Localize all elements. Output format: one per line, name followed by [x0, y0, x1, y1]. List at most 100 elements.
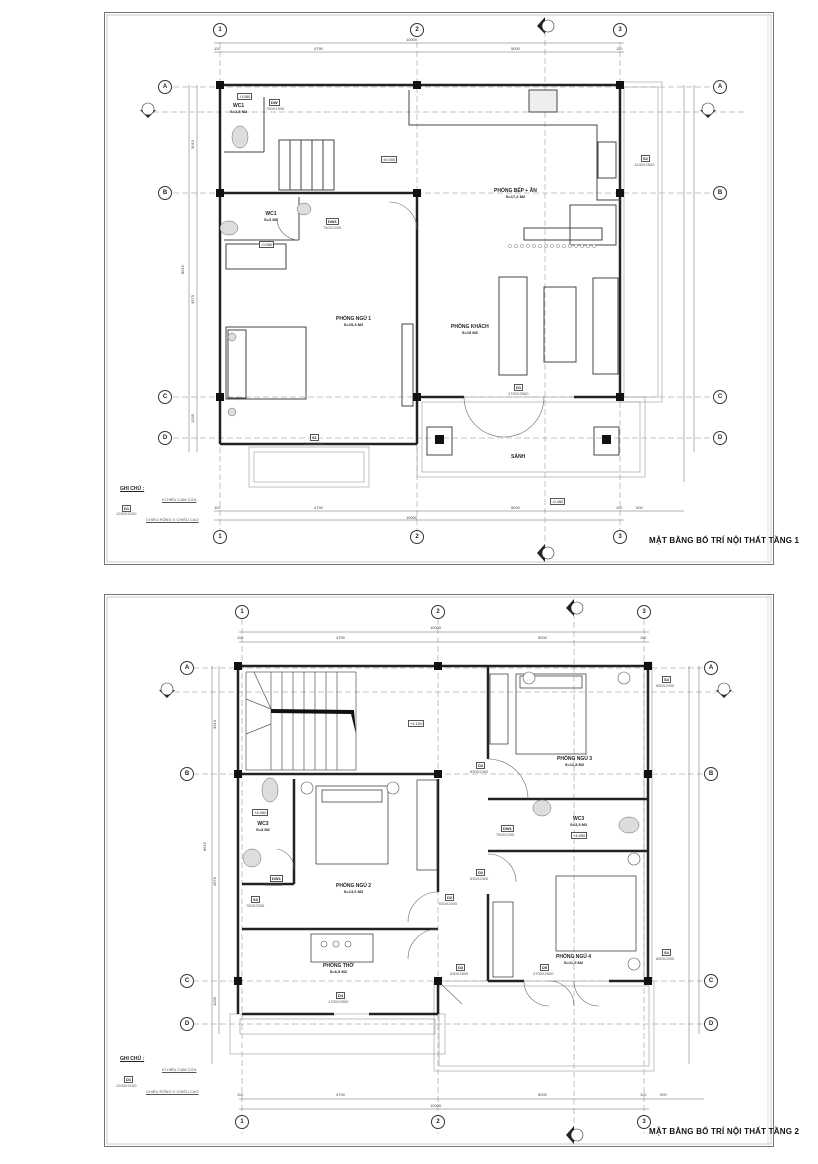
floor-plan-sheet-1: 1 2 3 1 2 3 A B C D A B C D 10000 110 47… — [104, 12, 799, 565]
grid-bubble-C-left: C — [158, 390, 172, 404]
grid-bubble-3-bottom: 3 — [613, 530, 627, 544]
room-label-bedroom-3: PHÒNG NGỦ 3 S=11,8 M2 — [557, 756, 592, 767]
grid-bubble-C-right: C — [704, 974, 718, 988]
grid-bubble-A-right: A — [704, 661, 718, 675]
opening-size-d4: 1700X2900 — [328, 999, 349, 1004]
grid-bubble-2-bottom: 2 — [431, 1115, 445, 1129]
room-label-bedroom-4: PHÒNG NGỦ 4 S=11,5 M2 — [556, 954, 591, 965]
dimension-span-top-2: 4790 — [336, 635, 345, 640]
opening-tag-s4-bottom: S4 — [662, 949, 671, 956]
opening-size-dw1: 750X2200 — [323, 225, 342, 230]
opening-size-s4-bottom: 650X2000 — [656, 956, 675, 961]
dimension-span-bottom-5: 900 — [660, 1092, 667, 1097]
grid-bubble-D-left: D — [180, 1017, 194, 1031]
opening-size-dw: 750X1900 — [266, 106, 285, 111]
room-label-bedroom-1: PHÒNG NGỦ 1 S=25,3 M2 — [336, 316, 372, 327]
room-name: PHÒNG KHÁCH — [451, 324, 489, 330]
grid-bubble-A-left: A — [180, 661, 194, 675]
notes-sample-tag: D1 — [124, 1076, 134, 1083]
room-area: S=15 M2 — [461, 329, 478, 335]
room-area: S=3,5 M2 — [570, 821, 588, 827]
grid-bubble-A-right: A — [713, 80, 727, 94]
room-area: S=13,6 M2 — [343, 888, 364, 894]
notes-door-symbol: KÍ HIỆU CẠM CỬA — [162, 1067, 197, 1072]
grid-bubble-2-bottom: 2 — [410, 530, 424, 544]
room-label-bedroom-2: PHÒNG NGỦ 2 S=13,6 M2 — [336, 883, 372, 894]
room-area: S=11,5 M2 — [563, 959, 584, 965]
opening-size-s3: 750X2500 — [246, 903, 265, 908]
opening-tag-s4-top: S4 — [662, 676, 671, 683]
floor-plan-1-drawing — [104, 12, 774, 565]
dimension-span-top-4: 110 — [616, 46, 623, 51]
room-label-wc1-upper: WC1 S=1,5 M2 — [230, 103, 248, 114]
opening-tag-s3: S3 — [251, 896, 260, 903]
room-area: S=17,2 M2 — [505, 193, 526, 199]
dimension-span-bottom-1: 110 — [214, 505, 221, 510]
room-name: WC3 — [573, 816, 585, 822]
opening-tag-d2-b3: D2 — [476, 762, 486, 769]
grid-bubble-D-right: D — [704, 1017, 718, 1031]
notes-sample-tag: D1 — [122, 505, 132, 512]
opening-tag-d5: D5 — [540, 964, 550, 971]
dimension-side-1: 3010 — [211, 720, 217, 729]
sheet-title: MẶT BẰNG BỐ TRÍ NỘI THẤT TẦNG 1 — [649, 536, 800, 545]
dimension-span-bottom-4: 110 — [616, 505, 623, 510]
opening-size-dw1-left: 750X2200 — [264, 882, 283, 887]
grid-bubble-3-top: 3 — [637, 605, 651, 619]
dimension-span-top-4: 110 — [640, 635, 647, 640]
dimension-total-bottom: 10000 — [406, 515, 418, 520]
notes-sample-size: 1200X2100 — [116, 1083, 137, 1088]
dimension-total-top: 10000 — [430, 625, 442, 630]
notes-heading: GHI CHÚ : — [120, 1056, 145, 1062]
opening-size-s2: 1240X2500 — [634, 162, 655, 167]
sheet-title: MẶT BẰNG BỐ TRÍ NỘI THẤT TẦNG 2 — [649, 1127, 800, 1136]
room-label-kitchen: PHÒNG BẾP + ĂN S=17,2 M2 — [494, 188, 537, 199]
room-name: PHÒNG NGỦ 1 — [336, 316, 372, 322]
grid-bubble-1-top: 1 — [213, 23, 227, 37]
room-name: PHÒNG BẾP + ĂN — [494, 188, 537, 194]
room-label-altar-room: PHÒNG THỜ S=6,9 M2 — [323, 963, 354, 974]
notes-door-symbol: KÍ HIỆU CẠM CỬA — [162, 497, 197, 502]
room-label-wc3-right: WC3 S=3,5 M2 — [570, 816, 588, 827]
dimension-span-bottom-3: 5000 — [538, 1092, 547, 1097]
room-area: S=1,5 M2 — [230, 108, 248, 114]
opening-tag-dw1: DW1 — [326, 218, 339, 225]
dimension-span-top-2: 4790 — [314, 46, 323, 51]
grid-bubble-3-top: 3 — [613, 23, 627, 37]
dimension-side-2: 4570 — [189, 295, 195, 304]
room-area: S=3 M2 — [256, 826, 270, 832]
floor-plan-sheet-2: 1 2 3 1 2 3 A B C D A B C D 10000 110 47… — [104, 594, 799, 1147]
grid-bubble-1-bottom: 1 — [235, 1115, 249, 1129]
room-area: S=25,3 M2 — [343, 321, 364, 327]
opening-tag-dw: DW — [269, 99, 280, 106]
opening-size-d2-b4: 630X2400 — [470, 876, 489, 881]
dimension-total-top: 10000 — [406, 37, 418, 42]
opening-size-dw1-right: 750X2200 — [496, 832, 515, 837]
dimension-side-total: 8615 — [179, 265, 185, 274]
opening-size-s4-top: 650X2000 — [656, 683, 675, 688]
opening-tag-dw1-left: DW1 — [270, 875, 283, 882]
dimension-side-3: 1035 — [211, 997, 217, 1006]
level-tag-wc1-lower: -0.050 — [259, 241, 275, 248]
dimension-total-bottom: 10000 — [430, 1103, 442, 1108]
dimension-span-bottom-5: 900 — [636, 505, 643, 510]
opening-size-d3: 630X2500 — [450, 971, 469, 976]
dimension-side-1: 3010 — [189, 140, 195, 149]
room-name: WC1 — [233, 103, 245, 109]
opening-size-s1: 2100X2500 — [304, 441, 325, 446]
opening-tag-d1: D1 — [514, 384, 524, 391]
dimension-span-bottom-1: 110 — [237, 1092, 244, 1097]
notes-width-height: CHIỀU RỘNG X CHIỀU CAO — [146, 1089, 199, 1094]
room-name: PHÒNG NGỦ 2 — [336, 883, 372, 889]
dimension-span-top-3: 5000 — [511, 46, 520, 51]
room-area: S=11,8 M2 — [564, 761, 585, 767]
dimension-span-bottom-3: 5000 — [511, 505, 520, 510]
grid-bubble-A-left: A — [158, 80, 172, 94]
room-name: PHÒNG THỜ — [323, 963, 354, 969]
dimension-span-top-1: 110 — [237, 635, 244, 640]
notes-width-height: CHIỀU RỘNG X CHIỀU CAO — [146, 517, 199, 522]
level-tag-wc1: -0.050 — [237, 93, 253, 100]
opening-tag-d3: D3 — [456, 964, 466, 971]
level-tag-stair-hall: +4.100 — [408, 720, 425, 727]
level-tag-kitchen: ±0.000 — [381, 156, 398, 163]
